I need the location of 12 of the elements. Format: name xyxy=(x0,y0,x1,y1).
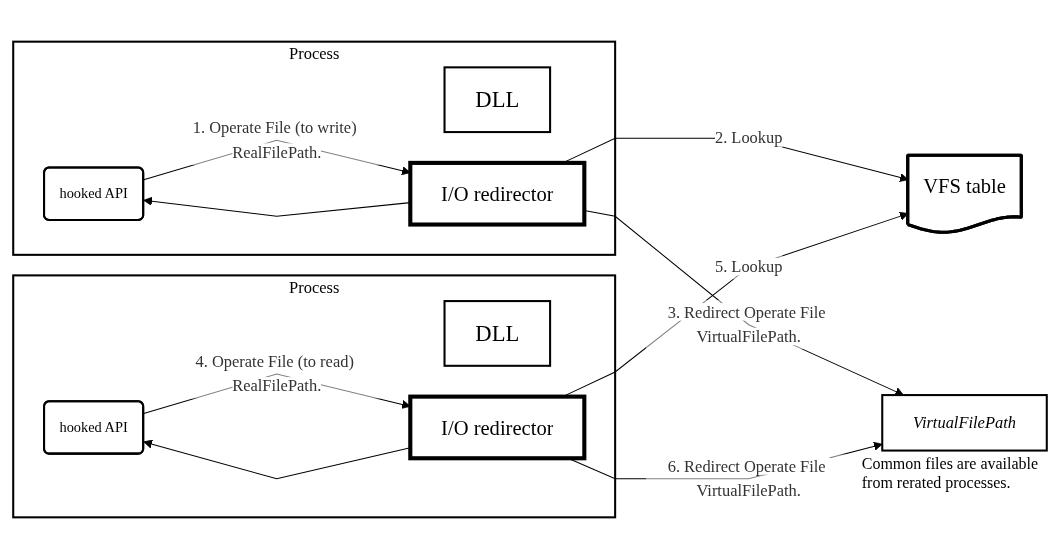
edge-label: 5. Lookup xyxy=(714,257,782,275)
edge-label: 3. Redirect Operate File VirtualFilePath. xyxy=(667,302,826,345)
edge-label: 4. Operate File (to read) RealFilePath. xyxy=(195,351,354,395)
edge-label: 1. Operate File (to write) RealFilePath. xyxy=(192,118,357,161)
node-box: DLL xyxy=(443,299,551,367)
edge-label: 6. Redirect Operate File VirtualFilePath. xyxy=(667,456,826,499)
edge-label: 2. Lookup xyxy=(714,128,782,146)
node-box: VirtualFilePath xyxy=(880,393,1048,452)
node-note: Common files are available from rerated processes. xyxy=(861,454,1040,493)
node-box: I/O redirector xyxy=(407,160,586,227)
node-box: DLL xyxy=(443,65,551,133)
node-box: I/O redirector xyxy=(407,394,586,460)
